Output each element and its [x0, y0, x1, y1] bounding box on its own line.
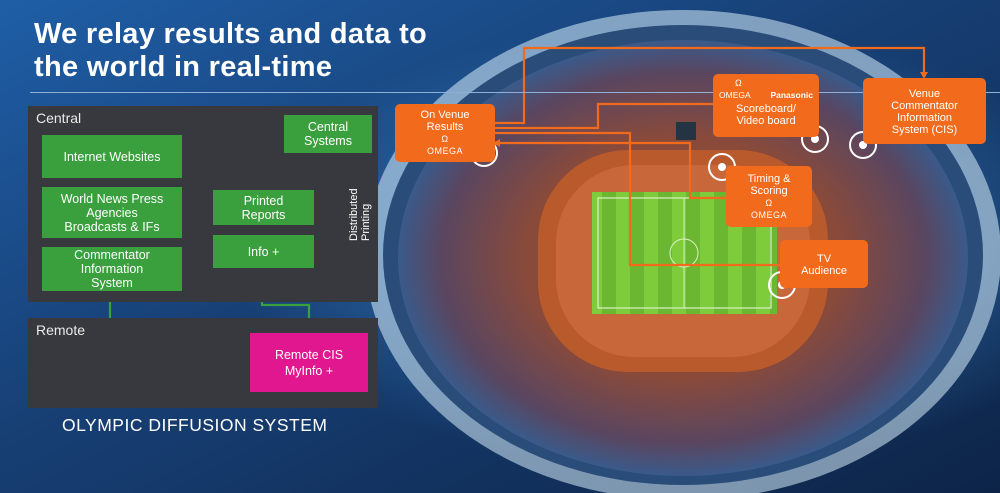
page-title: We relay results and data to the world i…: [34, 18, 428, 83]
scoreboard-box: Ω OMEGA Panasonic Scoreboard/ Video boar…: [713, 74, 819, 137]
panasonic-logo: Panasonic: [770, 90, 813, 100]
remote-label: Remote: [36, 322, 86, 338]
omega-logo: OMEGA: [750, 210, 787, 220]
info-plus-box: Info +: [213, 235, 314, 268]
omega-logo: OMEGA: [426, 146, 463, 156]
omega-symbol-icon: Ω: [441, 134, 449, 144]
scoreboard-label: Scoreboard/ Video board: [736, 103, 796, 127]
svg-text:Distributed Printing: Distributed Printing: [348, 185, 372, 241]
omega-symbol-icon: Ω: [765, 198, 773, 208]
world-news-box: World News Press Agencies Broadcasts & I…: [42, 187, 182, 238]
omega-symbol-icon: Ω: [735, 78, 743, 88]
venue-cis-box: Venue Commentator Information System (CI…: [863, 78, 986, 144]
internet-websites-box: Internet Websites: [42, 135, 182, 178]
tv-audience-box: TV Audience: [780, 240, 868, 288]
timing-scoring-label: Timing & Scoring: [747, 173, 791, 197]
distributed-printing-label: Distributed Printing: [348, 185, 372, 241]
on-venue-results-label: On Venue Results: [420, 109, 470, 133]
timing-scoring-box: Timing & Scoring Ω OMEGA: [726, 166, 812, 227]
footer-caption: OLYMPIC DIFFUSION SYSTEM: [62, 415, 328, 435]
central-systems-box: Central Systems: [284, 115, 372, 153]
title-divider: [30, 92, 1000, 93]
central-label: Central: [36, 110, 82, 126]
printed-reports-box: Printed Reports: [213, 190, 314, 225]
omega-logo: OMEGA: [719, 90, 751, 100]
remote-cis-box: Remote CIS MyInfo +: [250, 333, 368, 392]
commentator-cis-box: Commentator Information System: [42, 247, 182, 291]
on-venue-results-box: On Venue Results Ω OMEGA: [395, 104, 495, 162]
